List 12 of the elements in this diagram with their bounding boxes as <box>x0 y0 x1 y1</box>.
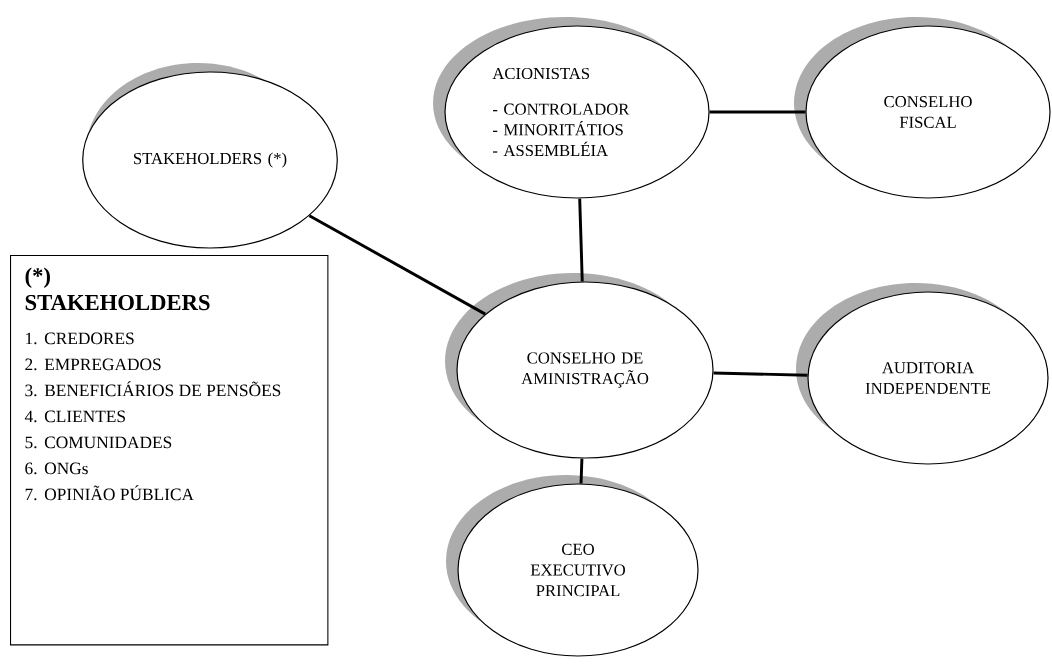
connector-line <box>308 214 486 316</box>
connector-line <box>578 198 584 282</box>
ellipse-node: CONSELHO DE AMINISTRAÇÃO <box>445 273 714 459</box>
ellipse-node: CONSELHO FISCAL <box>794 17 1051 199</box>
ellipse-node: STAKEHOLDERS (*) <box>82 63 338 249</box>
connector-line <box>709 110 806 114</box>
connector-line <box>579 458 584 484</box>
ellipse-node: AUDITORIA INDEPENDENTE <box>796 283 1049 465</box>
connector-line <box>713 371 808 377</box>
ellipse-node: ACIONISTAS - CONTROLADOR - MINORITÁTIOS - ASSEMBLÉIA <box>433 17 710 199</box>
ellipse-node: CEO EXECUTIVO PRINCIPAL <box>446 475 699 657</box>
legend-box: (*) STAKEHOLDERS 1. CREDORES 2. EMPREGADOS 3. BENEFICIÁRIOS DE PENSÕES 4. CLIENTES 5. COMUNIDADES 6. ONGs 7. OPINIÃO PÚBLICA <box>10 255 329 646</box>
